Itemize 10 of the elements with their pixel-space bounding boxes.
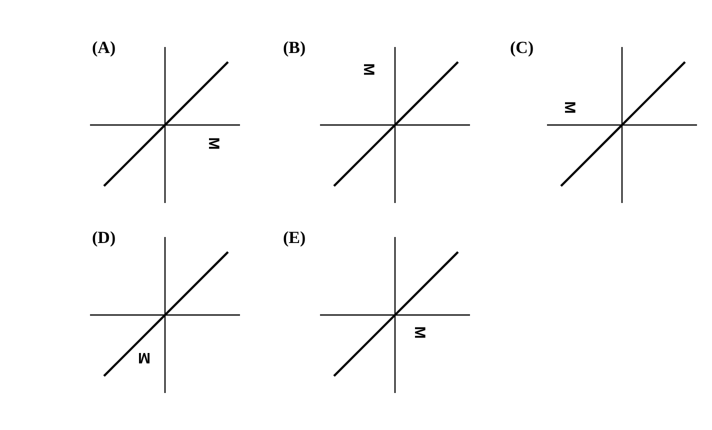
panel-label: (E) <box>283 229 306 246</box>
panel-label: (B) <box>283 39 306 56</box>
panel-label: (D) <box>92 229 116 246</box>
panel-label: (A) <box>92 39 116 56</box>
rotated-letter: M <box>411 326 426 338</box>
rotated-letter: M <box>360 62 376 76</box>
panel-label: (C) <box>510 39 534 56</box>
rotated-letter: M <box>205 136 220 150</box>
rotated-letter: M <box>561 100 576 114</box>
rotated-letter: M <box>138 350 150 364</box>
